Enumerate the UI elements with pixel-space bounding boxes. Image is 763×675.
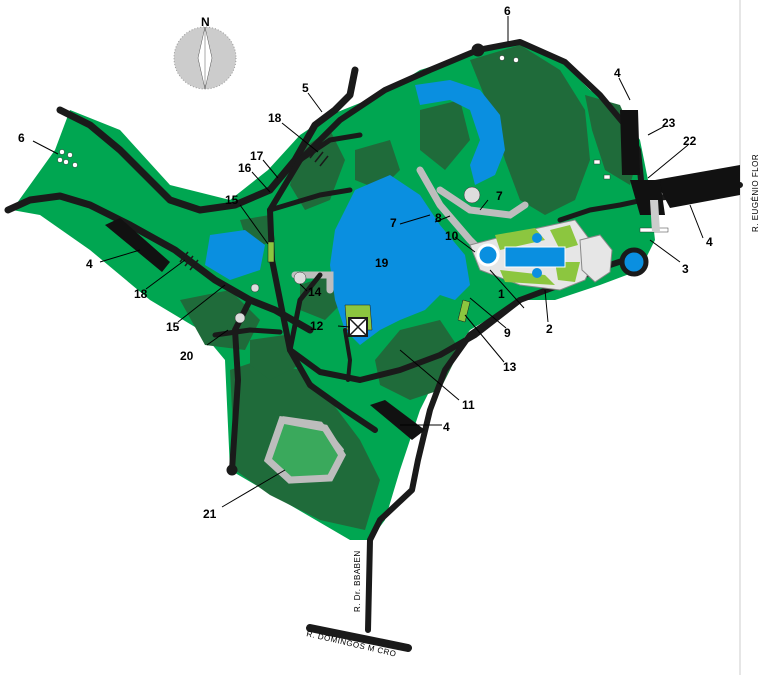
- marker-8: 8: [435, 211, 442, 225]
- marker-6-north: 6: [504, 4, 511, 18]
- marker-15-north: 15: [225, 193, 239, 207]
- marker-4-west: 4: [86, 257, 93, 271]
- river-bend: [415, 80, 505, 185]
- marker-18-west: 18: [134, 287, 148, 301]
- marker-10: 10: [445, 229, 459, 243]
- marker-13: 13: [503, 360, 517, 374]
- river: [56, 66, 359, 214]
- marker-17: 17: [250, 149, 264, 163]
- lake: [330, 175, 470, 345]
- marker-9: 9: [504, 326, 511, 340]
- marker-3: 3: [682, 262, 689, 276]
- compass: [173, 26, 237, 90]
- compass-north-label: N: [201, 15, 210, 29]
- marker-2: 2: [546, 322, 553, 336]
- marker-12: 12: [310, 319, 324, 333]
- marker-22: 22: [683, 134, 697, 148]
- roads: [4, 39, 743, 652]
- formal-garden: [469, 200, 669, 291]
- marker-15-south: 15: [166, 320, 180, 334]
- pond-west: [205, 230, 265, 280]
- marker-14: 14: [308, 285, 322, 299]
- leader-lines: [32, 16, 704, 508]
- marker-23: 23: [662, 116, 676, 130]
- white-markers: [57, 55, 611, 324]
- marker-21: 21: [203, 507, 217, 521]
- marker-4-east: 4: [706, 235, 713, 249]
- marker-6-west: 6: [18, 131, 25, 145]
- marker-19: 19: [375, 256, 389, 270]
- map-labels: 1 2 3 4 4 4 4 5 6 6 7 7 8 9 10 11 12 13 …: [18, 4, 713, 521]
- marker-4-north: 4: [614, 66, 621, 80]
- street-dr-bbaben: R. Dr. BBABEN: [353, 550, 362, 612]
- marker-7-west: 7: [390, 216, 397, 230]
- marker-1: 1: [498, 287, 505, 301]
- bridges: [179, 147, 329, 271]
- marker-16: 16: [238, 161, 252, 175]
- marker-11: 11: [462, 398, 475, 412]
- marker-18-north: 18: [268, 111, 282, 125]
- marker-20: 20: [180, 349, 194, 363]
- island-pavilion: [348, 317, 368, 337]
- marker-7-east: 7: [496, 189, 503, 203]
- street-eugenio-flor: R. EUGÊNIO FLOR: [751, 154, 760, 232]
- lagoon-path: [263, 416, 347, 484]
- marker-5: 5: [302, 81, 309, 95]
- marker-4-south: 4: [443, 420, 450, 434]
